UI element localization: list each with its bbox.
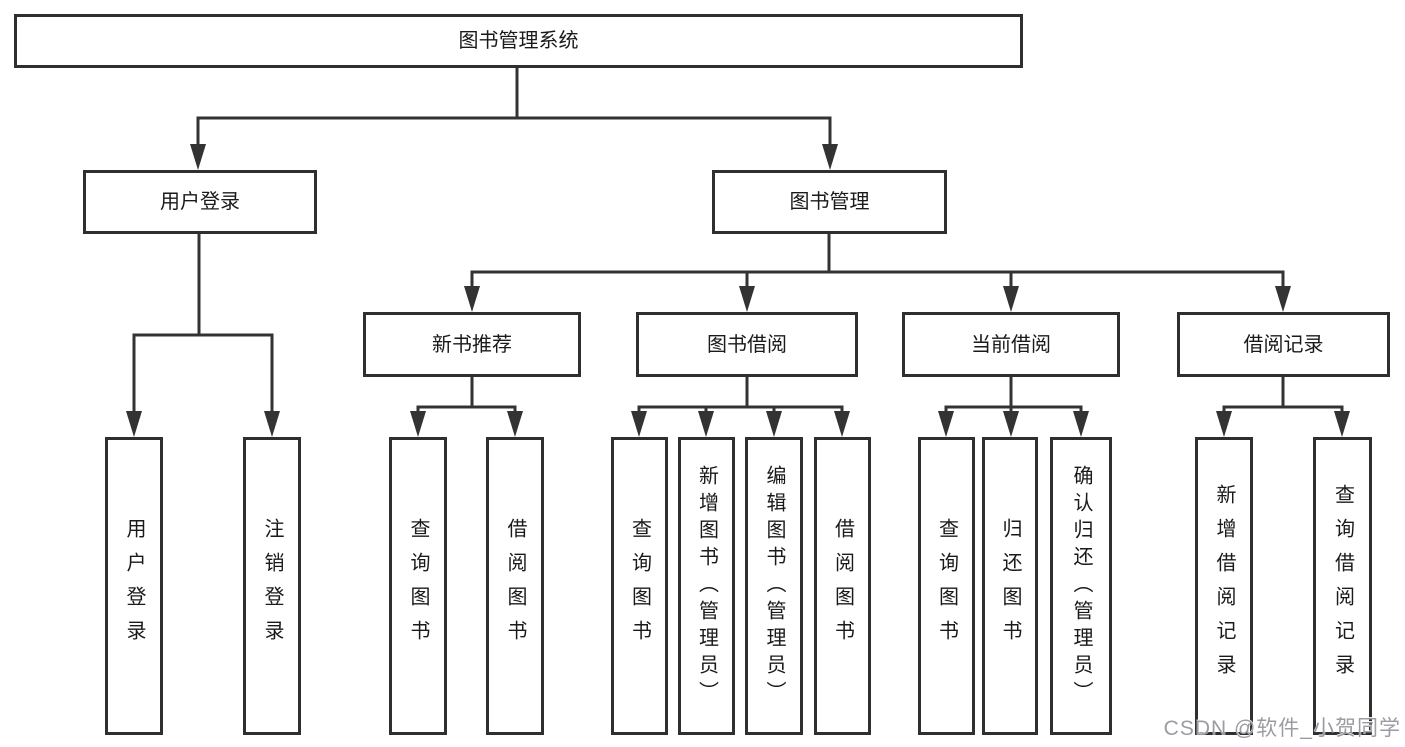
leaf-user-login: 用户登录 <box>105 437 163 735</box>
edge-mgmt-branch <box>470 270 1285 302</box>
leaf-borrow-books-recommend: 借阅图书 <box>486 437 544 735</box>
leaf-borrow-books: 借阅图书 <box>814 437 871 735</box>
edge-borrow-inner-stems <box>704 407 776 425</box>
node-borrow-records: 借阅记录 <box>1177 312 1390 377</box>
leaf-edit-books-admin: 编辑图书（管理员） <box>745 437 803 735</box>
node-book-borrow: 图书借阅 <box>636 312 858 377</box>
edge-root-branch <box>196 116 832 160</box>
leaf-add-books-admin: 新增图书（管理员） <box>678 437 735 735</box>
csdn-watermark: CSDN @软件_小贺同学 <box>1163 717 1401 740</box>
node-current-borrow: 当前借阅 <box>902 312 1120 377</box>
edge-mgmt-inner-stems <box>745 272 1013 302</box>
edge-newbook-branch <box>416 405 517 425</box>
edge-borrow-branch <box>637 405 844 425</box>
leaf-confirm-return-admin: 确认归还（管理员） <box>1050 437 1112 735</box>
edge-login-branch <box>132 333 274 425</box>
leaf-query-books-current: 查询图书 <box>918 437 975 735</box>
node-root: 图书管理系统 <box>14 14 1023 68</box>
leaf-logout-login: 注销登录 <box>243 437 301 735</box>
edge-records-branch <box>1222 405 1344 425</box>
node-user-login: 用户登录 <box>83 170 317 234</box>
leaf-return-books: 归还图书 <box>982 437 1038 735</box>
leaf-query-books-borrow: 查询图书 <box>611 437 668 735</box>
node-new-book-recommend: 新书推荐 <box>363 312 581 377</box>
node-book-mgmt: 图书管理 <box>712 170 947 234</box>
leaf-add-borrow-record: 新增借阅记录 <box>1195 437 1253 735</box>
leaf-query-books-recommend: 查询图书 <box>389 437 447 735</box>
leaf-query-borrow-record: 查询借阅记录 <box>1313 437 1372 735</box>
